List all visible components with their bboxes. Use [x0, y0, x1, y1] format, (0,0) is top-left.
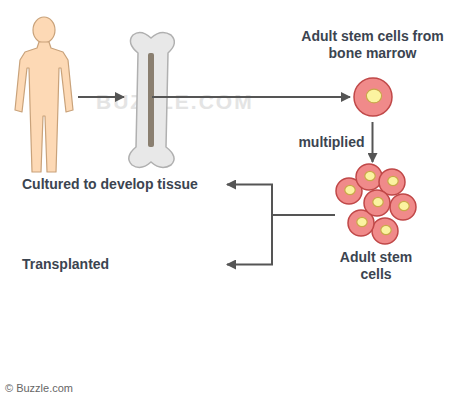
step-text: Cultured to develop tissue [22, 176, 227, 193]
cell-cluster-node: Adult stem cells [335, 163, 417, 283]
edge-label: multiplied [298, 134, 364, 151]
watermark-text: BUZZLE.COM [96, 90, 254, 114]
flow-arrow [372, 122, 374, 162]
node-label: Adult stem cells [335, 249, 417, 283]
step-text: Transplanted [22, 256, 227, 273]
arrow-line [152, 96, 350, 98]
cell-cluster [335, 163, 417, 249]
stem-cell-node: Adult stem cells from bone marrow [300, 28, 445, 118]
bone-illustration [129, 33, 175, 168]
text-node: Transplanted [22, 256, 227, 273]
flow-arrow [227, 185, 335, 216]
node-label: Adult stem cells from bone marrow [300, 28, 445, 62]
text-node: Cultured to develop tissue [22, 176, 227, 193]
human-figure [15, 17, 73, 172]
flow-arrow [227, 215, 335, 265]
arrow-line [78, 96, 124, 98]
copyright-text: © Buzzle.com [5, 382, 73, 394]
stem-cell [352, 76, 394, 118]
